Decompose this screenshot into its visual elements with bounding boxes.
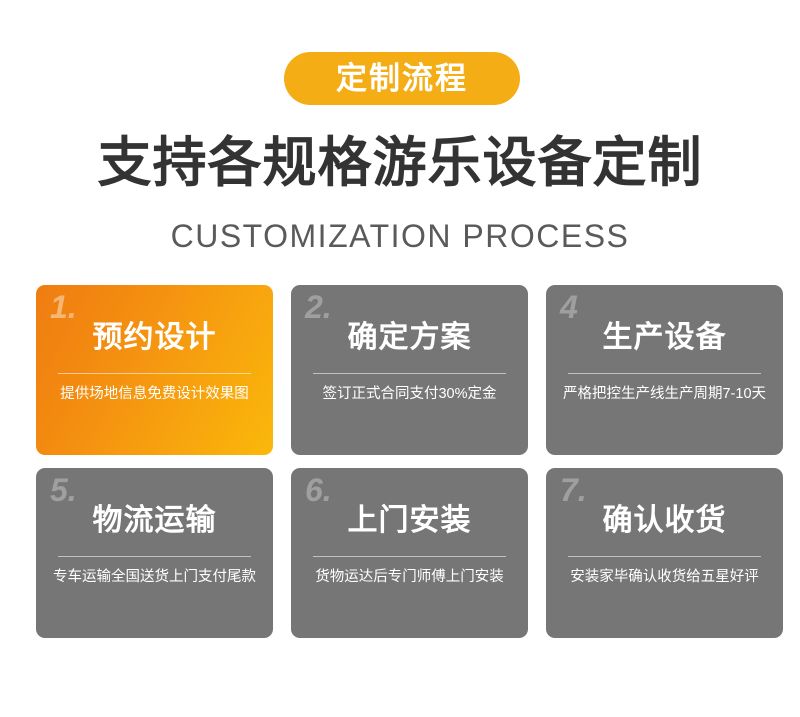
step-description: 专车运输全国送货上门支付尾款 bbox=[53, 569, 256, 585]
step-title: 物流运输 bbox=[92, 504, 217, 537]
process-step-card-2[interactable]: 2. 确定方案 签订正式合同支付30%定金 bbox=[291, 285, 528, 455]
step-divider bbox=[313, 373, 506, 374]
page-subtitle: CUSTOMIZATION PROCESS bbox=[170, 218, 630, 254]
step-title: 确定方案 bbox=[347, 321, 472, 354]
section-badge-label: 定制流程 bbox=[336, 61, 468, 96]
step-divider bbox=[568, 373, 761, 374]
step-number: 4 bbox=[560, 289, 578, 325]
process-step-card-6[interactable]: 7. 确认收货 安装家毕确认收货给五星好评 bbox=[546, 468, 783, 638]
process-step-card-1[interactable]: 1. 预约设计 提供场地信息免费设计效果图 bbox=[36, 285, 273, 455]
step-title: 生产设备 bbox=[602, 321, 727, 354]
step-title: 预约设计 bbox=[92, 321, 217, 354]
step-description: 签订正式合同支付30%定金 bbox=[322, 386, 497, 402]
step-description: 安装家毕确认收货给五星好评 bbox=[570, 569, 759, 585]
process-steps-grid: 1. 预约设计 提供场地信息免费设计效果图 2. 确定方案 签订正式合同支付30… bbox=[36, 285, 783, 638]
step-number: 6. bbox=[305, 472, 332, 508]
step-number: 7. bbox=[560, 472, 587, 508]
step-number: 5. bbox=[50, 472, 77, 508]
process-step-card-3[interactable]: 4 生产设备 严格把控生产线生产周期7-10天 bbox=[546, 285, 783, 455]
process-step-card-5[interactable]: 6. 上门安装 货物运达后专门师傅上门安装 bbox=[291, 468, 528, 638]
step-number: 2. bbox=[305, 289, 332, 325]
step-title: 上门安装 bbox=[347, 504, 472, 537]
step-description: 严格把控生产线生产周期7-10天 bbox=[562, 386, 767, 402]
step-divider bbox=[58, 556, 251, 557]
process-step-card-4[interactable]: 5. 物流运输 专车运输全国送货上门支付尾款 bbox=[36, 468, 273, 638]
page-title: 支持各规格游乐设备定制 bbox=[97, 133, 703, 193]
step-description: 货物运达后专门师傅上门安装 bbox=[315, 569, 504, 585]
step-divider bbox=[58, 373, 251, 374]
step-divider bbox=[313, 556, 506, 557]
section-badge: 定制流程 bbox=[284, 52, 520, 105]
step-description: 提供场地信息免费设计效果图 bbox=[60, 386, 249, 402]
step-number: 1. bbox=[50, 289, 77, 325]
step-title: 确认收货 bbox=[602, 504, 727, 537]
step-divider bbox=[568, 556, 761, 557]
